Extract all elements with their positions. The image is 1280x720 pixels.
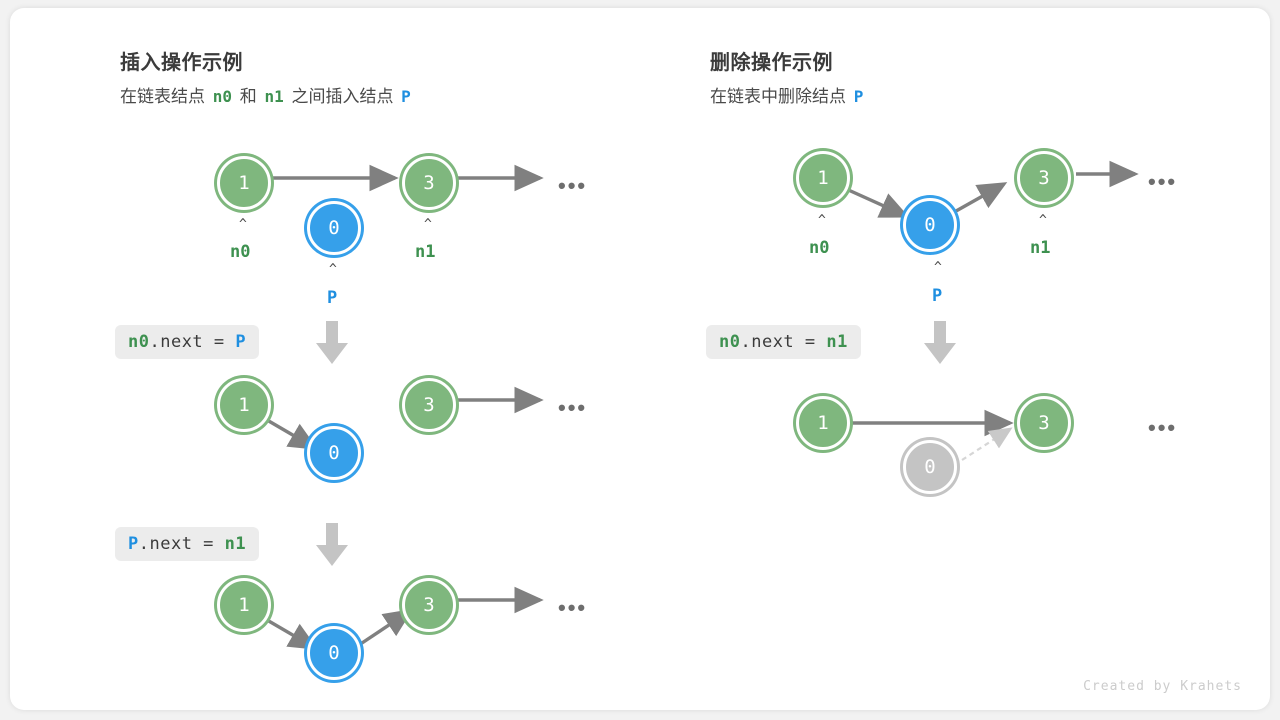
insert-subtitle-n0: n0 bbox=[212, 87, 232, 106]
remove-row1-ellipsis: ••• bbox=[1148, 169, 1178, 194]
insert-step2-token-p: P bbox=[128, 534, 139, 554]
remove-row1-node-0: 0 bbox=[903, 198, 957, 252]
remove-row1-caret-n0: ^ bbox=[818, 213, 826, 228]
remove-subtitle-text-1: 在链表中删除结点 bbox=[710, 87, 851, 106]
remove-row2-node-0-deleted: 0 bbox=[903, 440, 957, 494]
insert-row1-pointer-n0: n0 bbox=[230, 242, 251, 262]
remove-row1-pointer-n0: n0 bbox=[809, 238, 830, 258]
insert-row1-pointer-n1: n1 bbox=[415, 242, 436, 262]
remove-row2-node-3: 3 bbox=[1017, 396, 1071, 450]
insert-row3-ellipsis: ••• bbox=[558, 595, 588, 620]
remove-step1-token-n0: n0 bbox=[719, 332, 741, 352]
remove-row1-caret-p: ^ bbox=[934, 260, 942, 275]
insert-step2-down-arrow-icon bbox=[316, 523, 348, 566]
insert-row3-node-3: 3 bbox=[402, 578, 456, 632]
insert-subtitle-p: P bbox=[401, 87, 411, 106]
insert-subtitle-text-1: 在链表结点 bbox=[120, 87, 210, 106]
edge-insert-row3 bbox=[254, 586, 544, 650]
insert-row3-node-0: 0 bbox=[307, 626, 361, 680]
insert-subtitle-n1: n1 bbox=[264, 87, 284, 106]
insert-row2-node-3: 3 bbox=[402, 378, 456, 432]
insert-row1-caret-p: ^ bbox=[329, 262, 337, 277]
edges-layer bbox=[254, 160, 1139, 650]
insert-panel-subtitle: 在链表结点 n0 和 n1 之间插入结点 P bbox=[120, 82, 414, 107]
remove-step1-token-n1: n1 bbox=[826, 332, 848, 352]
insert-panel-title: 插入操作示例 bbox=[120, 52, 243, 74]
remove-row2-ellipsis: ••• bbox=[1148, 415, 1178, 440]
insert-row1-ellipsis: ••• bbox=[558, 173, 588, 198]
insert-step2-token-n1: n1 bbox=[224, 534, 247, 554]
credit-text: Created by Krahets bbox=[1083, 679, 1242, 694]
remove-panel-title: 删除操作示例 bbox=[710, 52, 833, 74]
insert-step1-token-p: P bbox=[235, 332, 247, 352]
insert-step1-code: n0.next = P bbox=[115, 325, 260, 359]
insert-row2-node-1: 1 bbox=[217, 378, 271, 432]
remove-row1-node-1: 1 bbox=[796, 151, 850, 205]
insert-step1-token-next: .next = bbox=[149, 332, 236, 352]
insert-subtitle-text-2: 和 bbox=[235, 87, 262, 106]
remove-row2-node-1: 1 bbox=[796, 396, 850, 450]
insert-step1-down-arrow-icon bbox=[316, 321, 348, 364]
remove-step1-code: n0.next = n1 bbox=[706, 325, 861, 359]
remove-row1-pointer-p: P bbox=[932, 286, 943, 306]
insert-row1-pointer-p: P bbox=[327, 288, 338, 308]
remove-row1-pointer-n1: n1 bbox=[1030, 238, 1051, 258]
insert-row2-node-0: 0 bbox=[307, 426, 361, 480]
insert-row1-caret-n1: ^ bbox=[424, 217, 432, 232]
edge-insert-row2 bbox=[254, 386, 544, 450]
remove-step1-token-next: .next = bbox=[740, 332, 827, 352]
edge-remove-row1 bbox=[843, 160, 1139, 218]
insert-row1-caret-n0: ^ bbox=[239, 217, 247, 232]
remove-panel-subtitle: 在链表中删除结点 P bbox=[710, 82, 866, 107]
insert-row2-ellipsis: ••• bbox=[558, 395, 588, 420]
insert-step2-token-next: .next = bbox=[138, 534, 225, 554]
insert-row1-node-0: 0 bbox=[307, 201, 361, 255]
insert-row1-node-1: 1 bbox=[217, 156, 271, 210]
insert-row1-node-3: 3 bbox=[402, 156, 456, 210]
remove-subtitle-p: P bbox=[853, 87, 864, 106]
insert-step1-token-n0: n0 bbox=[128, 332, 150, 352]
remove-step1-down-arrow-icon bbox=[924, 321, 956, 364]
remove-row1-caret-n1: ^ bbox=[1039, 213, 1047, 228]
insert-row3-node-1: 1 bbox=[217, 578, 271, 632]
remove-row1-node-3: 3 bbox=[1017, 151, 1071, 205]
diagram-card: 插入操作示例 在链表结点 n0 和 n1 之间插入结点 P 1 0 3 ••• … bbox=[10, 8, 1270, 710]
insert-subtitle-text-3: 之间插入结点 bbox=[286, 87, 399, 106]
insert-step2-code: P.next = n1 bbox=[115, 527, 260, 561]
